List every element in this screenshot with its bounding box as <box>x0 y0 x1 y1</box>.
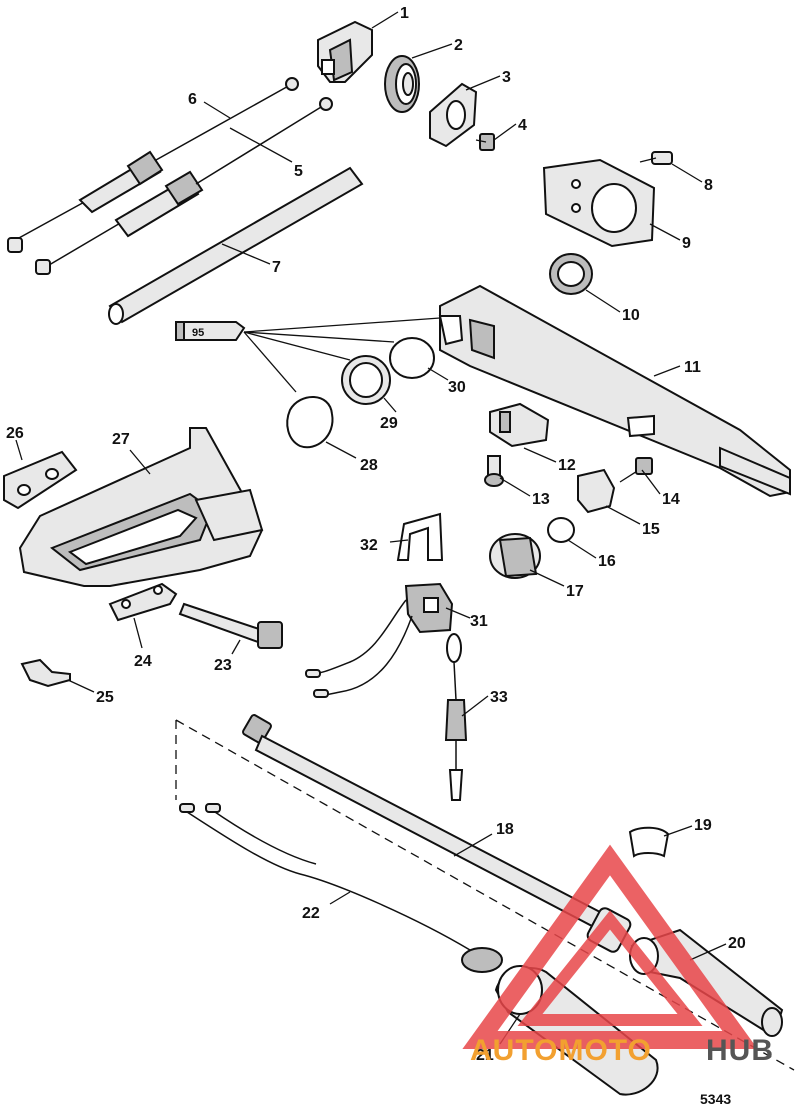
callout-23: 23 <box>214 657 232 674</box>
assembly-dashed-line <box>175 719 795 1071</box>
part-11-tiller-handle <box>438 284 791 498</box>
part-10-seal <box>549 253 593 295</box>
callout-5: 5 <box>294 163 303 180</box>
part-23-bolt <box>178 602 283 649</box>
part-12-bracket <box>489 402 550 448</box>
callout-13: 13 <box>532 491 550 508</box>
callout-8: 8 <box>704 177 713 194</box>
part-3-plate <box>429 82 478 148</box>
watermark-text-part2: HUB <box>706 1034 774 1067</box>
part-1-clamp <box>317 20 373 83</box>
lubricant-tube-label: 95 <box>192 327 204 339</box>
leader-lines <box>15 11 727 1045</box>
callout-28: 28 <box>360 457 378 474</box>
callout-12: 12 <box>558 457 576 474</box>
lubricant-tube: 95 <box>175 317 441 393</box>
part-2-bushing <box>384 55 420 113</box>
part-5-gas-spring <box>35 97 333 275</box>
callout-7: 7 <box>272 259 281 276</box>
part-24-plate <box>108 582 178 622</box>
callout-32: 32 <box>360 537 378 554</box>
watermark-logo <box>462 844 758 1049</box>
callout-21: 21 <box>476 1047 494 1064</box>
callout-6: 6 <box>188 91 197 108</box>
part-31-switch <box>305 582 454 698</box>
part-14-bolt <box>619 457 653 483</box>
part-17-knob <box>489 533 541 579</box>
callout-26: 26 <box>6 425 24 442</box>
callout-17: 17 <box>566 583 584 600</box>
watermark-text: AUTOMOTO HUB <box>470 1034 774 1067</box>
part-19-clip <box>628 826 670 858</box>
part-7-rod <box>108 166 364 325</box>
callout-18: 18 <box>496 821 514 838</box>
part-28-seal <box>286 396 334 449</box>
part-32-clip <box>396 512 444 561</box>
callout-9: 9 <box>682 235 691 252</box>
part-8-bolt <box>639 151 673 165</box>
part-16-o-ring <box>547 517 575 543</box>
callout-15: 15 <box>642 521 660 538</box>
callout-1: 1 <box>400 5 409 22</box>
callout-19: 19 <box>694 817 712 834</box>
part-9-cover <box>542 158 656 248</box>
figure-number: 5343 <box>700 1091 731 1107</box>
callout-20: 20 <box>728 935 746 952</box>
callout-2: 2 <box>454 37 463 54</box>
watermark-text-part1: AUTOMOTO <box>470 1034 652 1067</box>
part-15-clip <box>577 468 616 514</box>
callout-30: 30 <box>448 379 466 396</box>
callout-11: 11 <box>684 359 701 376</box>
callout-10: 10 <box>622 307 640 324</box>
callout-14: 14 <box>662 491 680 508</box>
callout-4: 4 <box>518 117 527 134</box>
part-13-screw <box>484 455 504 487</box>
callout-31: 31 <box>470 613 488 630</box>
callout-22: 22 <box>302 905 320 922</box>
part-4-screw <box>475 133 495 151</box>
part-26-block <box>3 450 78 510</box>
callout-27: 27 <box>112 431 130 448</box>
part-30-o-ring <box>389 337 435 379</box>
callout-25: 25 <box>96 689 114 706</box>
part-33-lanyard <box>444 633 468 801</box>
callout-16: 16 <box>598 553 616 570</box>
part-27-bracket <box>18 427 264 587</box>
callout-29: 29 <box>380 415 398 432</box>
part-22-wire-harness <box>179 803 503 973</box>
callouts: 1 2 3 4 5 6 7 8 9 10 11 12 13 14 15 16 1… <box>6 5 746 1064</box>
part-25-clip <box>20 658 71 688</box>
callout-24: 24 <box>134 653 152 670</box>
callout-3: 3 <box>502 69 511 86</box>
part-6-gas-spring <box>7 77 299 253</box>
part-29-bushing <box>341 355 391 405</box>
callout-33: 33 <box>490 689 508 706</box>
